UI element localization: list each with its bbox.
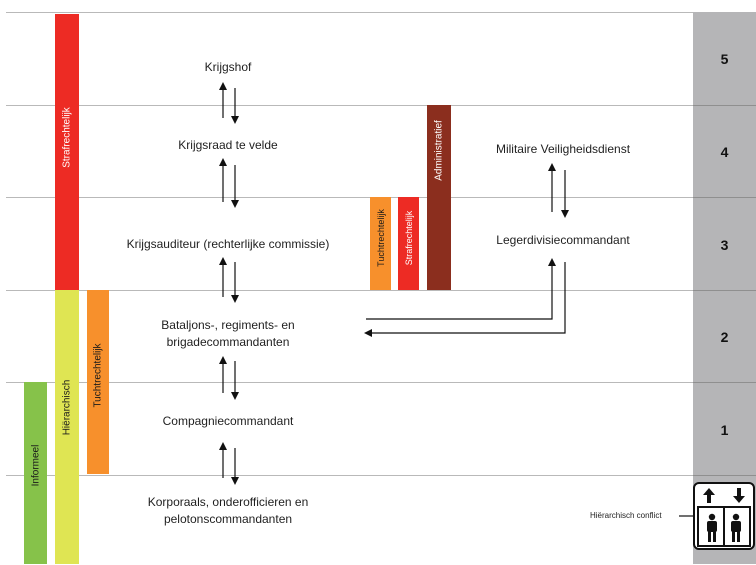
bar-hierarchisch: Hiërarchisch (55, 290, 79, 564)
node-militaire-veiligheidsdienst: Militaire Veiligheidsdienst (495, 142, 631, 156)
level-0 (693, 475, 756, 565)
level-5: 5 (720, 50, 729, 67)
bar-tuchtrechtelijk-mid: Tuchtrechtelijk (370, 197, 391, 290)
level-3: 3 (693, 197, 756, 291)
level-separator (6, 105, 694, 106)
level-4: 4 (693, 105, 756, 198)
level-separator (6, 12, 694, 13)
elevator-icon-graphic (697, 488, 751, 547)
elevator-icon (693, 482, 755, 550)
arrow-to-legerdivisie (366, 258, 556, 320)
arrow-from-legerdivisie (364, 262, 566, 337)
node-bataljons-commandanten: Bataljons-, regiments- en brigadecommand… (161, 318, 295, 349)
level-separator (6, 290, 694, 291)
bar-informeel: Informeel (24, 382, 47, 564)
node-compagniecommandant: Compagniecommandant (162, 414, 294, 428)
bar-administratief: Administratief (427, 105, 451, 290)
node-krijgshof: Krijgshof (204, 60, 252, 74)
node-korporaals: Korporaals, onderofficieren en pelotonsc… (147, 495, 309, 526)
node-krijgsauditeur: Krijgsauditeur (rechterlijke commissie) (126, 237, 330, 251)
bar-strafrechtelijk-mid: Strafrechtelijk (398, 197, 419, 290)
bar-tuchtrechtelijk-left: Tuchtrechtelijk (87, 290, 109, 474)
bar-strafrechtelijk: Strafrechtelijk (55, 14, 79, 290)
level-separator (6, 382, 694, 383)
legend-hierarchisch-conflict: Hiërarchisch conflict (590, 511, 662, 520)
node-legerdivisiecommandant: Legerdivisiecommandant (496, 233, 630, 247)
level-separator (6, 475, 694, 476)
level-2: 2 (693, 290, 756, 383)
node-krijgsraad-te-velde: Krijgsraad te velde (178, 138, 278, 152)
level-1: 1 (693, 382, 756, 476)
level-separator (6, 197, 694, 198)
level-column: 5 4 3 2 1 (693, 12, 756, 564)
